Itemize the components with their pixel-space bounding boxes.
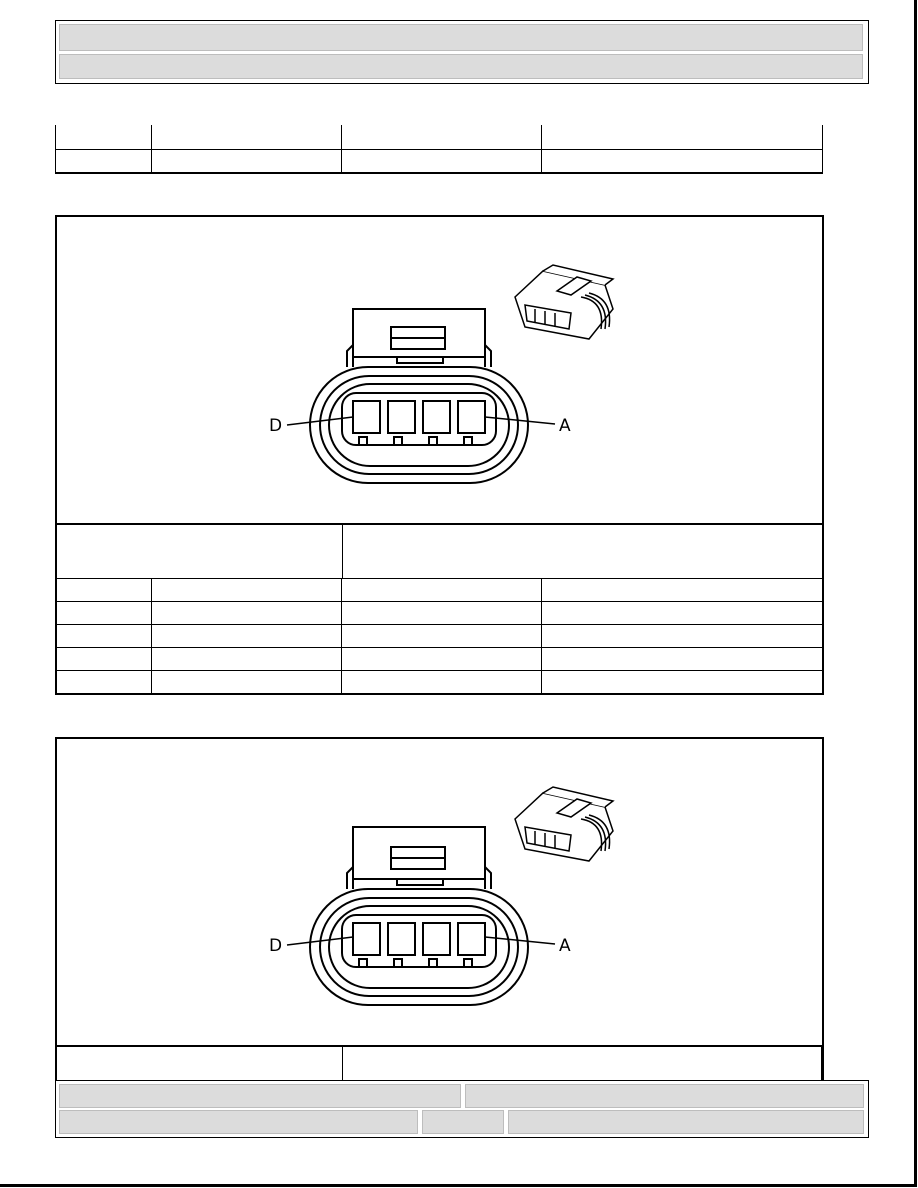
table-cell <box>541 578 824 602</box>
connector-isometric-icon <box>514 786 615 862</box>
header-title <box>59 24 863 51</box>
table-row <box>55 125 823 150</box>
table-cell <box>150 601 342 625</box>
table-cell <box>541 647 824 671</box>
footer-mid-bottom <box>422 1110 504 1134</box>
table-cell <box>541 624 824 648</box>
table-cell <box>55 578 152 602</box>
figure-caption-row <box>57 523 822 578</box>
table-cell <box>55 601 152 625</box>
connector-figure-1: D A <box>55 215 824 695</box>
table-cell <box>340 601 543 625</box>
table-cell <box>150 125 342 150</box>
table-cell <box>541 125 823 150</box>
table-cell <box>541 601 824 625</box>
table-cell <box>150 149 342 174</box>
table-row <box>55 647 824 671</box>
table-cell <box>541 670 824 694</box>
caption-left <box>57 1047 343 1089</box>
table-cell <box>55 624 152 648</box>
table-row <box>55 149 823 174</box>
table-row <box>55 670 824 694</box>
table-cell <box>340 647 543 671</box>
table-cell <box>150 578 342 602</box>
caption-right <box>343 1047 822 1089</box>
table-row <box>55 601 824 625</box>
connector-end-view-drawing: D A <box>269 264 615 484</box>
footer-left-top <box>59 1084 461 1108</box>
table-row <box>55 624 824 648</box>
table-cell <box>150 624 342 648</box>
caption-right <box>343 525 822 578</box>
table-cell <box>340 149 543 174</box>
table-cell <box>150 670 342 694</box>
footer-left-bottom <box>59 1110 418 1134</box>
table-cell <box>340 125 543 150</box>
document-footer <box>55 1080 869 1138</box>
pin-label-a: A <box>559 416 571 436</box>
table-cell <box>541 149 823 174</box>
table-cell <box>55 647 152 671</box>
pin-table <box>55 578 824 694</box>
footer-right-bottom <box>508 1110 864 1134</box>
table-cell <box>340 578 543 602</box>
table-cell <box>340 624 543 648</box>
table-cell <box>150 647 342 671</box>
document-header <box>55 20 869 84</box>
connector-end-view-drawing: D A <box>269 786 615 1006</box>
summary-table <box>55 125 823 174</box>
figure-caption-row <box>57 1045 822 1089</box>
table-cell <box>55 125 152 150</box>
pin-label-d: D <box>269 416 282 436</box>
table-cell <box>55 149 152 174</box>
table-cell <box>340 670 543 694</box>
header-subtitle <box>59 54 863 79</box>
connector-figure-2: D A <box>55 737 824 1089</box>
caption-left <box>57 525 343 578</box>
footer-right-top <box>465 1084 864 1108</box>
table-cell <box>55 670 152 694</box>
pin-label-a: A <box>559 936 571 956</box>
table-row <box>55 578 824 602</box>
connector-isometric-icon <box>514 264 615 340</box>
pin-label-d: D <box>269 936 282 956</box>
